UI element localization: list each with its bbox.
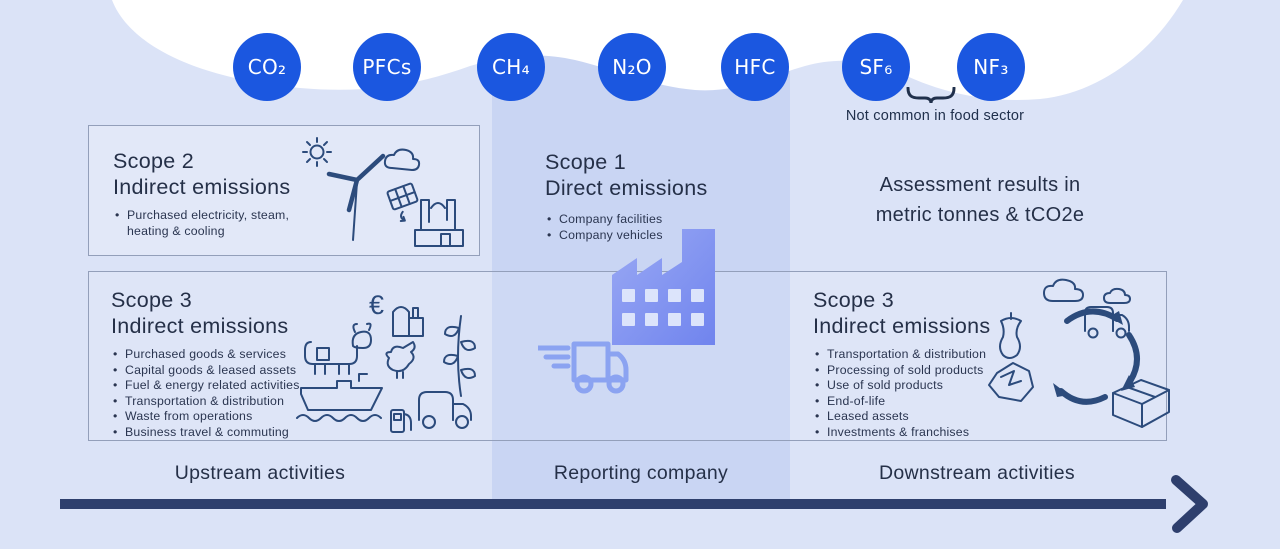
bullet-item: Capital goods & leased assets [111,363,341,379]
cloud-icon [1043,278,1084,302]
bullet-item: Company facilities [545,212,775,228]
fuel-pump-icon [390,409,412,433]
bullet-item: Waste from operations [111,409,341,425]
bullet-item: Business travel & commuting [111,425,341,441]
gas-chip-pfcs: PFCs [353,33,421,101]
gas-chip-ch4: CH₄ [477,33,545,101]
bullet-item: Transportation & distribution [813,347,1043,363]
gas-label: HFC [734,55,776,79]
plant-icon [443,315,476,397]
gas-label: PFCs [362,55,412,79]
scope3-panel: Scope 3 Indirect emissions Purchased goo… [88,271,1170,441]
gas-chip-sf6: SF₆ [842,33,910,101]
barn-icon [392,306,424,337]
gas-label: CO₂ [247,55,287,79]
cow-icon [304,322,372,375]
euro-icon: € [369,290,384,320]
gas-label: SF₆ [859,55,893,79]
crumpled-paper-icon [988,362,1034,402]
flow-arrow-icon [60,475,1208,533]
factory-outline-icon [414,199,464,247]
cloud-icon [383,148,421,171]
gas-chip-co2: CO₂ [233,33,301,101]
truck-icon [418,391,472,429]
gas-label: NF₃ [973,55,1009,79]
bullet-item: Processing of sold products [813,363,1043,379]
scope1-title: Scope 1 [545,150,626,174]
brace-icon [906,87,956,104]
scope3-downstream-subtitle: Indirect emissions [813,313,991,338]
scope3-downstream-illustration [988,278,1170,428]
cardboard-box-icon [1112,379,1170,428]
scope1-bullets: Company facilitiesCompany vehicles [545,212,775,243]
chicken-icon [385,341,416,379]
scope2-subtitle: Indirect emissions [113,174,291,199]
assessment-line1: Assessment results in [879,174,1081,196]
zone-label-upstream: Upstream activities [174,462,346,484]
cargo-ship-icon [296,373,383,422]
factory-icon [612,229,715,345]
gas-chip-hfc: HFC [721,33,789,101]
scope3-upstream-subtitle: Indirect emissions [111,313,289,338]
solar-panel-icon [386,182,419,223]
apple-core-icon [999,312,1022,359]
scope2-bullets: Purchased electricity, steam, heating & … [113,208,308,239]
gas-label: CH₄ [492,55,530,79]
bullet-item: Transportation & distribution [111,394,341,410]
bullet-item: End-of-life [813,394,1043,410]
scope3-upstream-illustration: € [296,290,476,433]
gas-note: Not common in food sector [845,108,1025,124]
scope3-upstream-bullets: Purchased goods & servicesCapital goods … [111,347,341,440]
bullet-item: Leased assets [813,409,1043,425]
bullet-item: Purchased electricity, steam, heating & … [113,208,308,239]
bullet-item: Investments & franchises [813,425,1043,441]
gas-chip-n2o: N₂O [598,33,666,101]
wind-turbine-icon [326,153,386,241]
sun-icon [302,137,332,167]
bullet-item: Use of sold products [813,378,1043,394]
bullet-item: Company vehicles [545,228,775,244]
scope1-subtitle: Direct emissions [545,175,708,200]
gas-label: N₂O [612,55,652,79]
scope2-illustration [302,137,464,247]
bullet-item: Fuel & energy related activities [111,378,341,394]
cloud-small-icon [1103,287,1131,304]
zone-label-downstream: Downstream activities [879,462,1075,484]
scope2-title: Scope 2 [113,149,194,173]
recycling-arrows-icon [1053,308,1140,405]
delivery-truck-icon [538,341,629,394]
assessment-note: Assessment results in metric tonnes & tC… [825,170,1135,230]
scope3-upstream-title: Scope 3 [111,288,192,312]
scope3-downstream-title: Scope 3 [813,288,894,312]
gas-chip-nf3: NF₃ [957,33,1025,101]
zone-label-reporting: Reporting company [553,462,729,484]
scope3-downstream-bullets: Transportation & distributionProcessing … [813,347,1043,440]
bullet-item: Purchased goods & services [111,347,341,363]
assessment-line2: metric tonnes & tCO2e [875,204,1085,226]
scope2-panel: Scope 2 Indirect emissions Purchased ele… [88,125,480,256]
